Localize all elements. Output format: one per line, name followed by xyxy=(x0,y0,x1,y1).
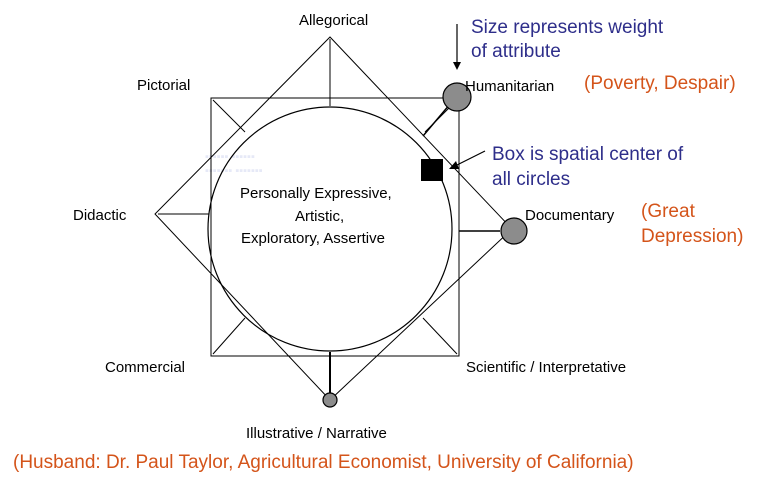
footer-note: (Husband: Dr. Paul Taylor, Agricultural … xyxy=(13,452,634,473)
note-poverty-despair: (Poverty, Despair) xyxy=(584,73,736,94)
label-documentary: Documentary xyxy=(525,207,615,224)
note-box-line2: all circles xyxy=(492,169,570,190)
faint-text-2: ▪▪▪▪▪▪▪ ▪▪▪▪▪▪▪ xyxy=(205,165,263,177)
center-text-line3: Exploratory, Assertive xyxy=(241,230,385,247)
label-illustrative: Illustrative / Narrative xyxy=(246,425,387,442)
faint-background-text: ▪▪▪▪▪▪ ▪▪▪▪▪▪ ▪▪▪▪▪▪▪ ▪▪▪▪▪▪▪ xyxy=(205,151,263,177)
label-allegorical: Allegorical xyxy=(299,12,368,29)
center-text-line2: Artistic, xyxy=(295,208,344,225)
arrows xyxy=(449,24,486,169)
note-box-line1: Box is spatial center of xyxy=(492,144,684,165)
illustrative-circle xyxy=(322,392,338,408)
note-great-line1: (Great xyxy=(641,201,696,222)
square-frame xyxy=(210,97,460,357)
note-great-line2: Depression) xyxy=(641,226,743,247)
attribute-circles xyxy=(322,82,528,408)
tick-bottom-right xyxy=(422,317,458,355)
size-arrow-head xyxy=(453,62,461,70)
label-didactic: Didactic xyxy=(73,207,127,224)
center-circle xyxy=(207,106,453,352)
note-size-line2: of attribute xyxy=(471,41,561,62)
note-size-line1: Size represents weight xyxy=(471,17,664,38)
label-humanitarian: Humanitarian xyxy=(465,78,554,95)
humanitarian-circle xyxy=(442,82,472,112)
spatial-center-box xyxy=(421,159,443,181)
center-text-line1: Personally Expressive, xyxy=(240,185,392,202)
tick-bottom-left xyxy=(212,317,246,355)
documentary-circle xyxy=(500,217,528,245)
box-arrow-shaft xyxy=(454,150,486,167)
faint-text-1: ▪▪▪▪▪▪ ▪▪▪▪▪▪ xyxy=(205,151,255,163)
box-arrow-head xyxy=(449,161,459,169)
label-scientific: Scientific / Interpretative xyxy=(466,359,626,376)
tick-top-left xyxy=(212,99,246,133)
label-commercial: Commercial xyxy=(105,359,185,376)
label-pictorial: Pictorial xyxy=(137,77,190,94)
